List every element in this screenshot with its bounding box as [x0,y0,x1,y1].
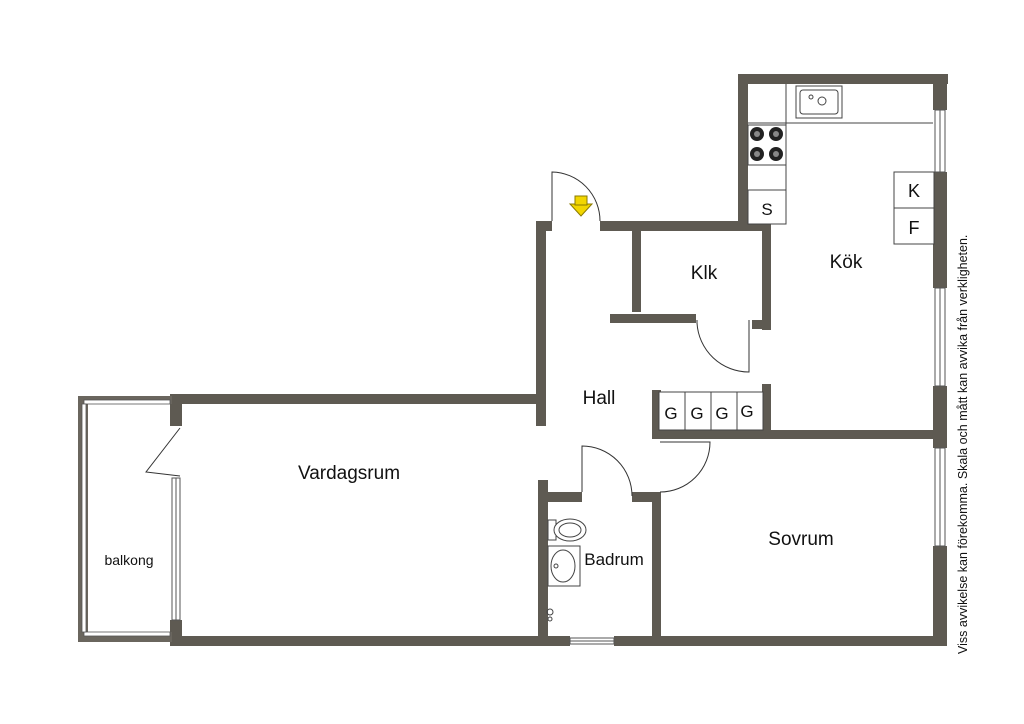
wardrobe-label: G [690,404,703,423]
room-label-living: Vardagsrum [298,463,400,484]
doors [145,171,750,497]
room-label-kitchen: Kök [830,252,863,273]
balcony [78,396,172,642]
entrance-arrow-icon [568,195,594,217]
room-label-bedroom: Sovrum [768,529,833,550]
room-label-closet: Klk [691,263,718,284]
floor-drain-icon [546,608,554,622]
wardrobes: G G G G [658,391,764,431]
disclaimer-text: Viss avvikelse kan förekomma. Skala och … [956,234,970,654]
walls [170,74,948,646]
kitchen-sink-icon [795,85,843,119]
room-label-hall: Hall [583,388,616,409]
fridge-label: K [908,181,920,201]
hob-icon [747,124,787,166]
toilet-icon [547,518,587,542]
windows [171,109,946,645]
freezer-label: F [909,218,920,238]
wardrobe-label: G [715,404,728,423]
wardrobe-label: G [740,402,753,421]
wardrobe-label: G [664,404,677,423]
wash-basin-icon [547,545,581,587]
stove-unit: S [747,189,787,225]
fridge-freezer: K F [893,171,935,245]
room-label-balcony: balkong [104,552,153,568]
room-label-bathroom: Badrum [584,550,644,569]
stove-label: S [761,200,772,219]
